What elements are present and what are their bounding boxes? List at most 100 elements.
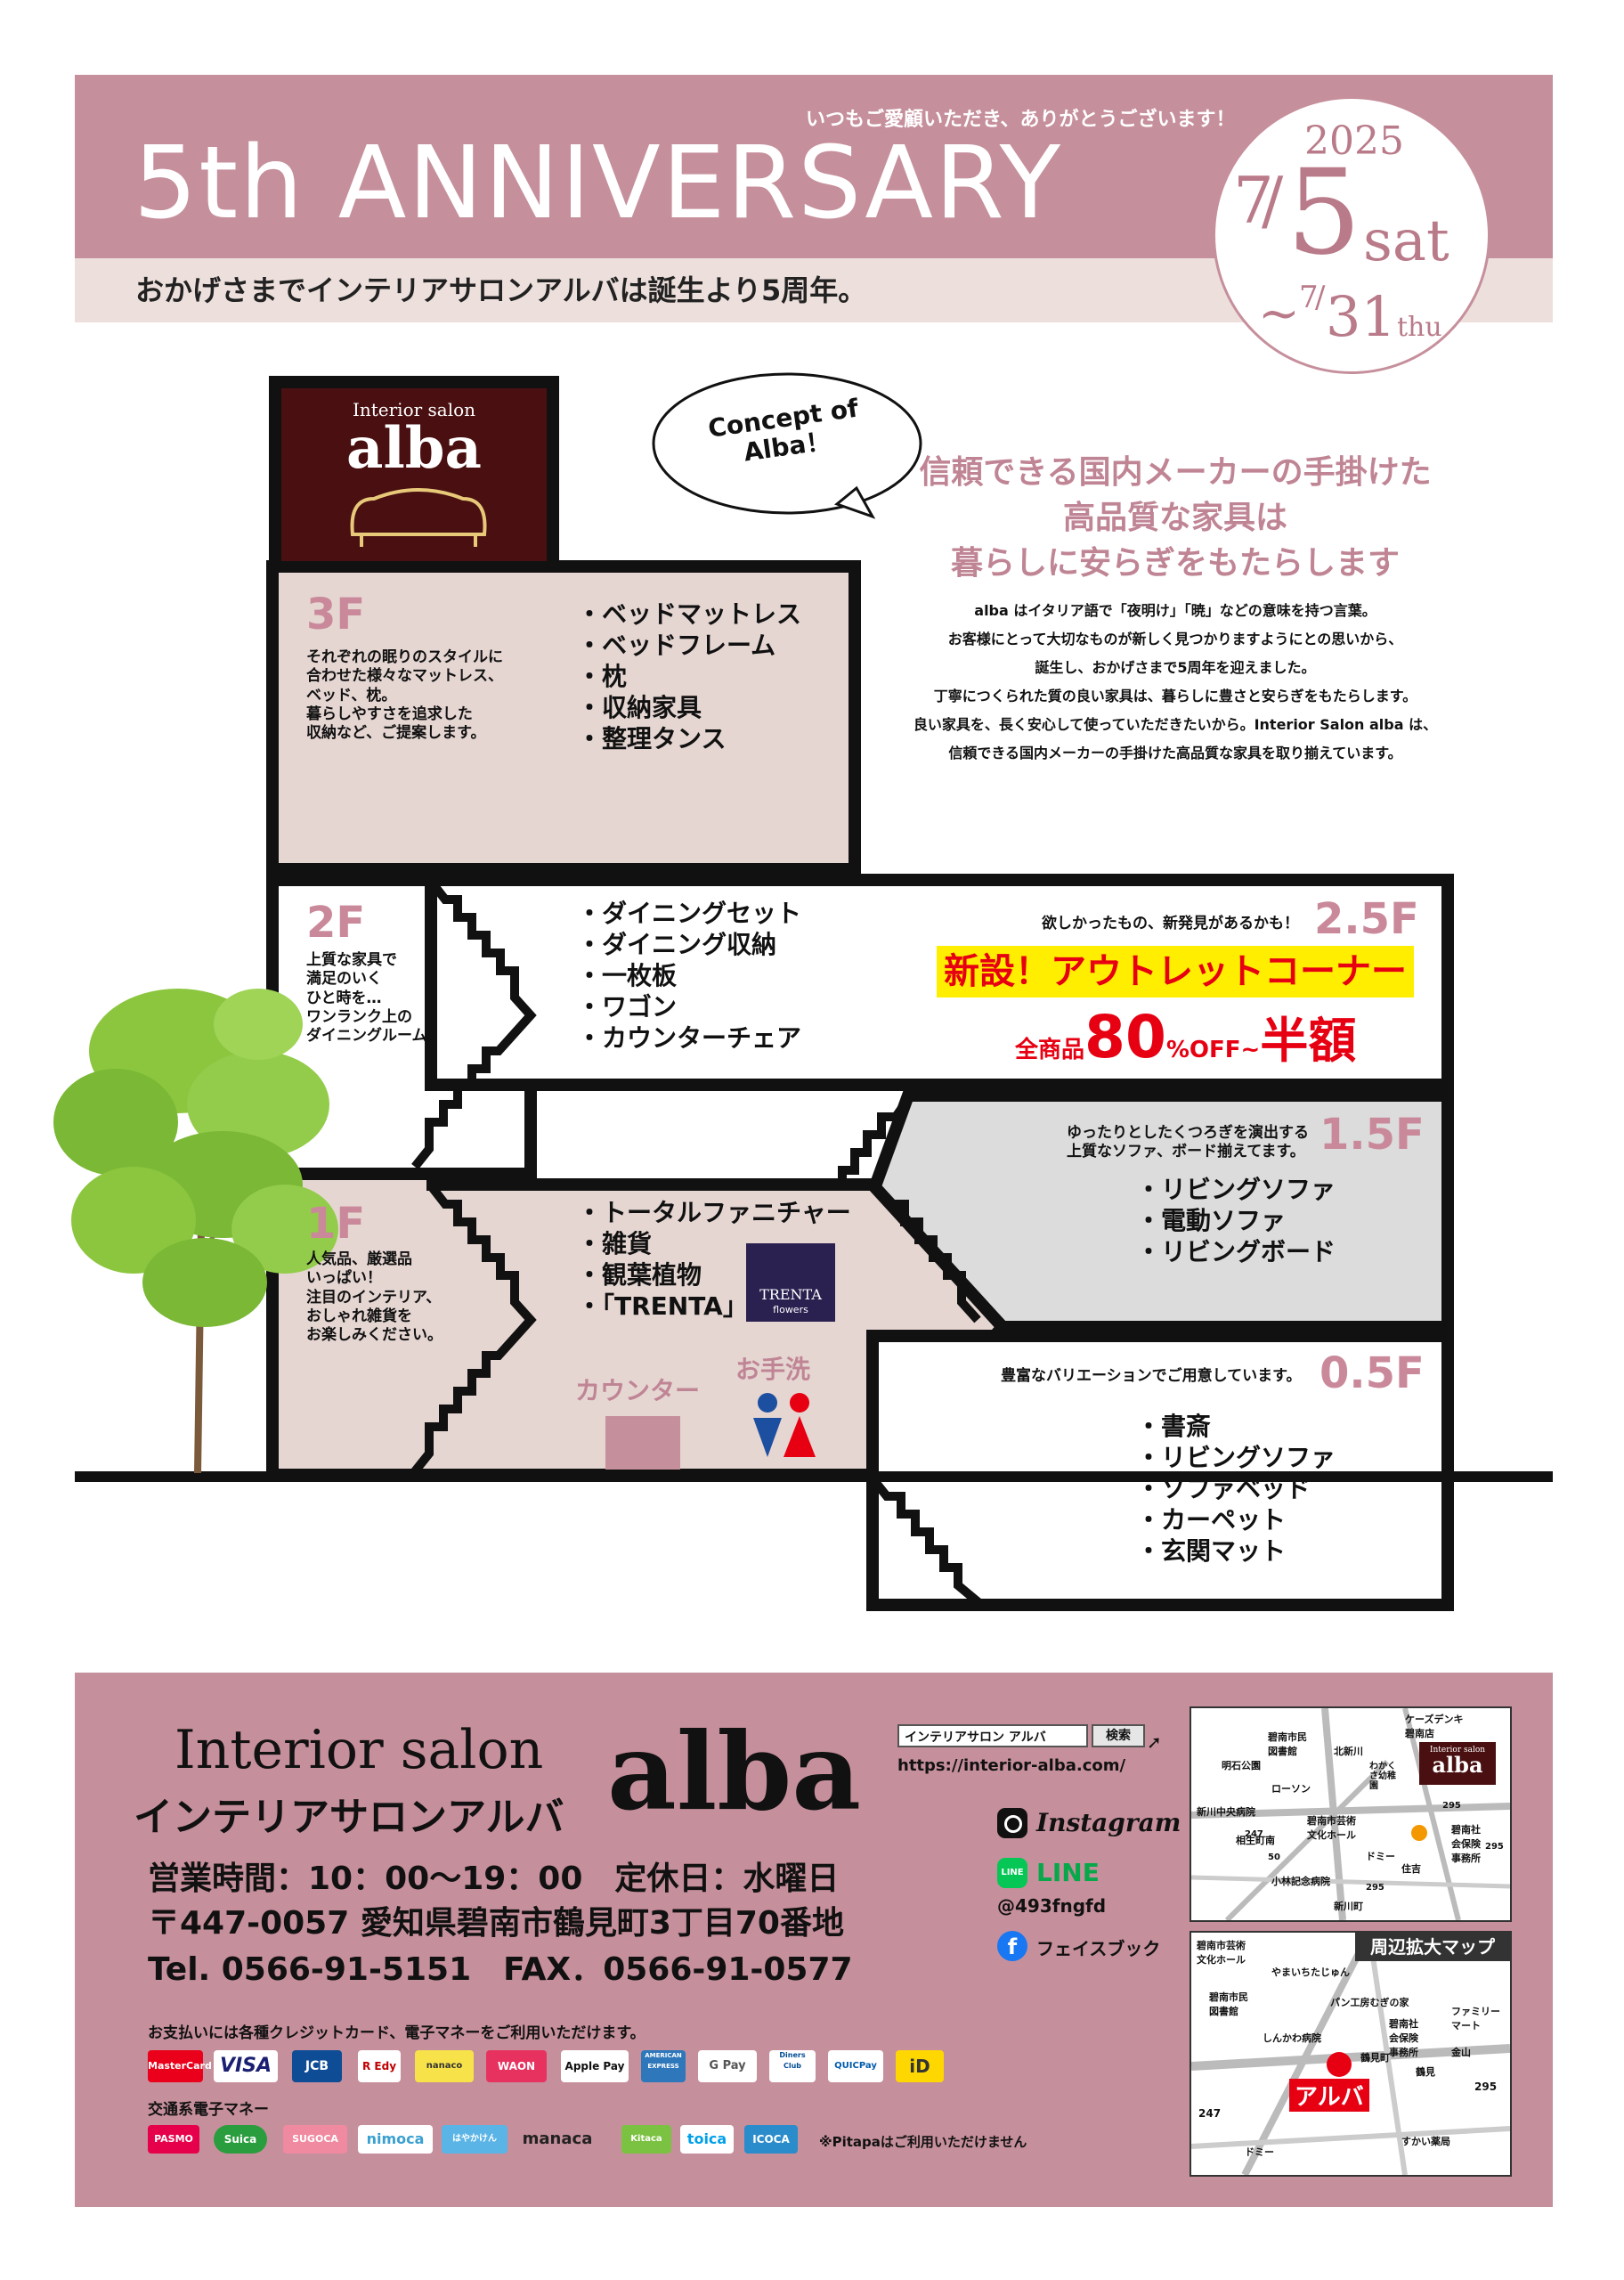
date-badge: 2025 7 / 5 sat ~ 7 / 31 thu bbox=[1213, 96, 1490, 374]
pasmo-logo: PASMO bbox=[148, 2125, 199, 2154]
floor-3f-label: 3F bbox=[306, 590, 366, 639]
floor-2f-description: 上質な家具で満足のいくひと時を…ワンランク上のダイニングルーム。 bbox=[306, 951, 443, 1045]
subtitle-text: おかげさまでインテリアサロンアルバは誕生より5周年。 bbox=[135, 273, 867, 307]
stairs-05f bbox=[869, 1475, 983, 1607]
line-id: @493fngfd bbox=[997, 1895, 1107, 1917]
list-item: ダイニングセット bbox=[577, 898, 801, 929]
list-item: トータルファニチャー bbox=[577, 1197, 851, 1228]
floor-05f-label: 0.5F bbox=[1320, 1348, 1425, 1398]
toica-logo: toica bbox=[680, 2125, 734, 2154]
list-item: 一枚板 bbox=[577, 960, 801, 991]
mastercard-logo: MasterCard bbox=[148, 2050, 212, 2082]
footer-jp-name: インテリアサロンアルバ bbox=[134, 1795, 564, 1840]
nanaco-logo: nanaco bbox=[415, 2050, 474, 2082]
floor-25f-label: 2.5F bbox=[1314, 894, 1419, 944]
footer-address: 〒447-0057 愛知県碧南市鶴見町3丁目70番地 bbox=[148, 1905, 844, 1942]
trenta-logo-text: TRENTA bbox=[759, 1286, 822, 1303]
line-icon[interactable]: LINE bbox=[997, 1858, 1027, 1888]
list-item: 整理タンス bbox=[577, 723, 801, 754]
sofa-icon bbox=[350, 488, 487, 547]
list-item: リビングソファ bbox=[1136, 1442, 1336, 1473]
nearby-map[interactable]: 周辺拡大マップ 碧南市芸術文化ホール 碧南市民図書館 やまいちたじゅん パン工房… bbox=[1190, 1931, 1512, 2177]
jcb-logo: JCB bbox=[292, 2050, 342, 2082]
date-end-month: 7 bbox=[1299, 280, 1319, 315]
list-item: カウンターチェア bbox=[577, 1022, 801, 1054]
date-start-month: 7 bbox=[1233, 163, 1274, 238]
floor-3f-items: ベッドマットレスベッドフレーム枕収納家具整理タンス bbox=[577, 598, 801, 754]
visa-logo: VISA bbox=[214, 2050, 278, 2082]
floor-15f-label: 1.5F bbox=[1320, 1110, 1425, 1160]
list-item: カーペット bbox=[1136, 1504, 1336, 1535]
floor-2f-label: 2F bbox=[306, 898, 366, 948]
edy-logo: R Edy bbox=[358, 2050, 401, 2082]
facebook-icon[interactable]: f bbox=[997, 1931, 1027, 1961]
manaca-logo: manaca bbox=[522, 2129, 593, 2148]
list-item: リビングソファ bbox=[1136, 1174, 1336, 1205]
list-item: ダイニング収納 bbox=[577, 929, 801, 960]
map-logo: Interior salon alba bbox=[1419, 1742, 1496, 1785]
date-year: 2025 bbox=[1304, 118, 1404, 164]
restroom-label: お手洗 bbox=[735, 1355, 811, 1384]
icoca-logo: ICOCA bbox=[744, 2125, 798, 2154]
list-item: ソファベッド bbox=[1136, 1473, 1336, 1504]
footer-hours: 営業時間：10：00～19：00 定休日：水曜日 bbox=[148, 1861, 840, 1897]
website-url[interactable]: https://interior-alba.com/ bbox=[897, 1756, 1126, 1775]
search-button[interactable]: 検索 bbox=[1092, 1724, 1145, 1747]
list-item: 電動ソファ bbox=[1136, 1205, 1336, 1236]
suica-logo: Suica bbox=[214, 2125, 267, 2154]
floor-1f-label: 1F bbox=[306, 1199, 366, 1249]
alba-map-marker: アルバ bbox=[1289, 2079, 1369, 2112]
list-item: 観葉植物 bbox=[577, 1259, 851, 1291]
floor-1f-description: 人気品、厳選品いっぱい！注目のインテリア、おしゃれ雑貨をお楽しみください。 bbox=[306, 1250, 443, 1344]
floor-05f-note: 豊富なバリエーションでご用意しています。 bbox=[1001, 1367, 1302, 1385]
amex-logo: AMERICAN EXPRESS bbox=[641, 2050, 686, 2082]
nearby-map-title: 周辺拡大マップ bbox=[1355, 1933, 1510, 1961]
line-label[interactable]: LINE bbox=[1036, 1858, 1100, 1887]
date-tilde: ~ bbox=[1258, 285, 1300, 343]
hayakaken-logo: はやかけん bbox=[442, 2125, 508, 2154]
anniversary-title: 5th ANNIVERSARY bbox=[134, 126, 1063, 241]
logo-background bbox=[281, 388, 547, 561]
facebook-label[interactable]: フェイスブック bbox=[1036, 1938, 1161, 1959]
list-item: ワゴン bbox=[577, 991, 801, 1022]
id-logo: iD bbox=[896, 2050, 944, 2082]
concept-heading: 信頼できる国内メーカーの手掛けた 高品質な家具は 暮らしに安らぎをもたらします bbox=[919, 454, 1432, 582]
concept-bubble bbox=[652, 372, 922, 515]
stairs-1f bbox=[411, 1185, 537, 1475]
list-item: 収納家具 bbox=[577, 692, 801, 723]
floor-15f-note: ゆったりとしたくつろぎを演出する上質なソファ、ボード揃えてます。 bbox=[1067, 1124, 1309, 1161]
date-end-day: 31 bbox=[1326, 284, 1396, 349]
cursor-icon: ➚ bbox=[1147, 1731, 1162, 1753]
outlet-sale: 全商品80%OFF~半額 bbox=[1015, 1003, 1357, 1071]
floor-2f-items: ダイニングセットダイニング収納一枚板ワゴンカウンターチェア bbox=[577, 898, 801, 1054]
stairs-15f bbox=[873, 1185, 981, 1323]
floor-3f-description: それぞれの眠りのスタイルに合わせた様々なマットレス、ベッド、枕。暮らしやすさを追… bbox=[306, 648, 503, 742]
footer-en-name: Interior salon bbox=[175, 1719, 544, 1781]
waon-logo: WAON bbox=[486, 2050, 547, 2082]
search-input[interactable]: インテリアサロン アルバ bbox=[897, 1724, 1088, 1747]
gpay-logo: G Pay bbox=[698, 2050, 757, 2082]
diners-logo: Diners Club bbox=[769, 2050, 816, 2082]
list-item: 「TRENTA」 bbox=[577, 1291, 851, 1322]
floor-15f-items: リビングソファ電動ソファリビングボード bbox=[1136, 1174, 1336, 1267]
access-map[interactable]: Interior salon alba ケーズデンキ碧南店 碧南市民図書館 北新… bbox=[1190, 1706, 1512, 1922]
kitaca-logo: Kitaca bbox=[621, 2125, 671, 2154]
trenta-logo-subtext: flowers bbox=[773, 1304, 808, 1315]
instagram-label[interactable]: Instagram bbox=[1036, 1808, 1181, 1837]
nimoca-logo: nimoca bbox=[358, 2125, 433, 2154]
footer-logo: alba bbox=[607, 1709, 861, 1835]
list-item: 雑貨 bbox=[577, 1228, 851, 1259]
list-item: 枕 bbox=[577, 661, 801, 692]
tree-illustration bbox=[53, 989, 338, 1474]
logo-small-text: Interior salon bbox=[352, 399, 476, 420]
footer-tel: Tel. 0566-91-5151 FAX．0566-91-0577 bbox=[148, 1951, 853, 1988]
payment-note: お支払いには各種クレジットカード、電子マネーをご利用いただけます。 bbox=[148, 2024, 646, 2042]
thanks-message: いつもご愛顧いただき、ありがとうございます！ bbox=[806, 109, 1236, 131]
counter-label: カウンター bbox=[575, 1376, 701, 1405]
date-start-dow: sat bbox=[1363, 208, 1449, 274]
logo-name: alba bbox=[346, 415, 482, 482]
stairs-2f bbox=[411, 880, 537, 1170]
outlet-badge: 新設！アウトレットコーナー bbox=[937, 946, 1414, 998]
sugoca-logo: SUGOCA bbox=[283, 2125, 347, 2154]
pitapa-note: ※Pitapaはご利用いただけません bbox=[819, 2134, 1027, 2150]
